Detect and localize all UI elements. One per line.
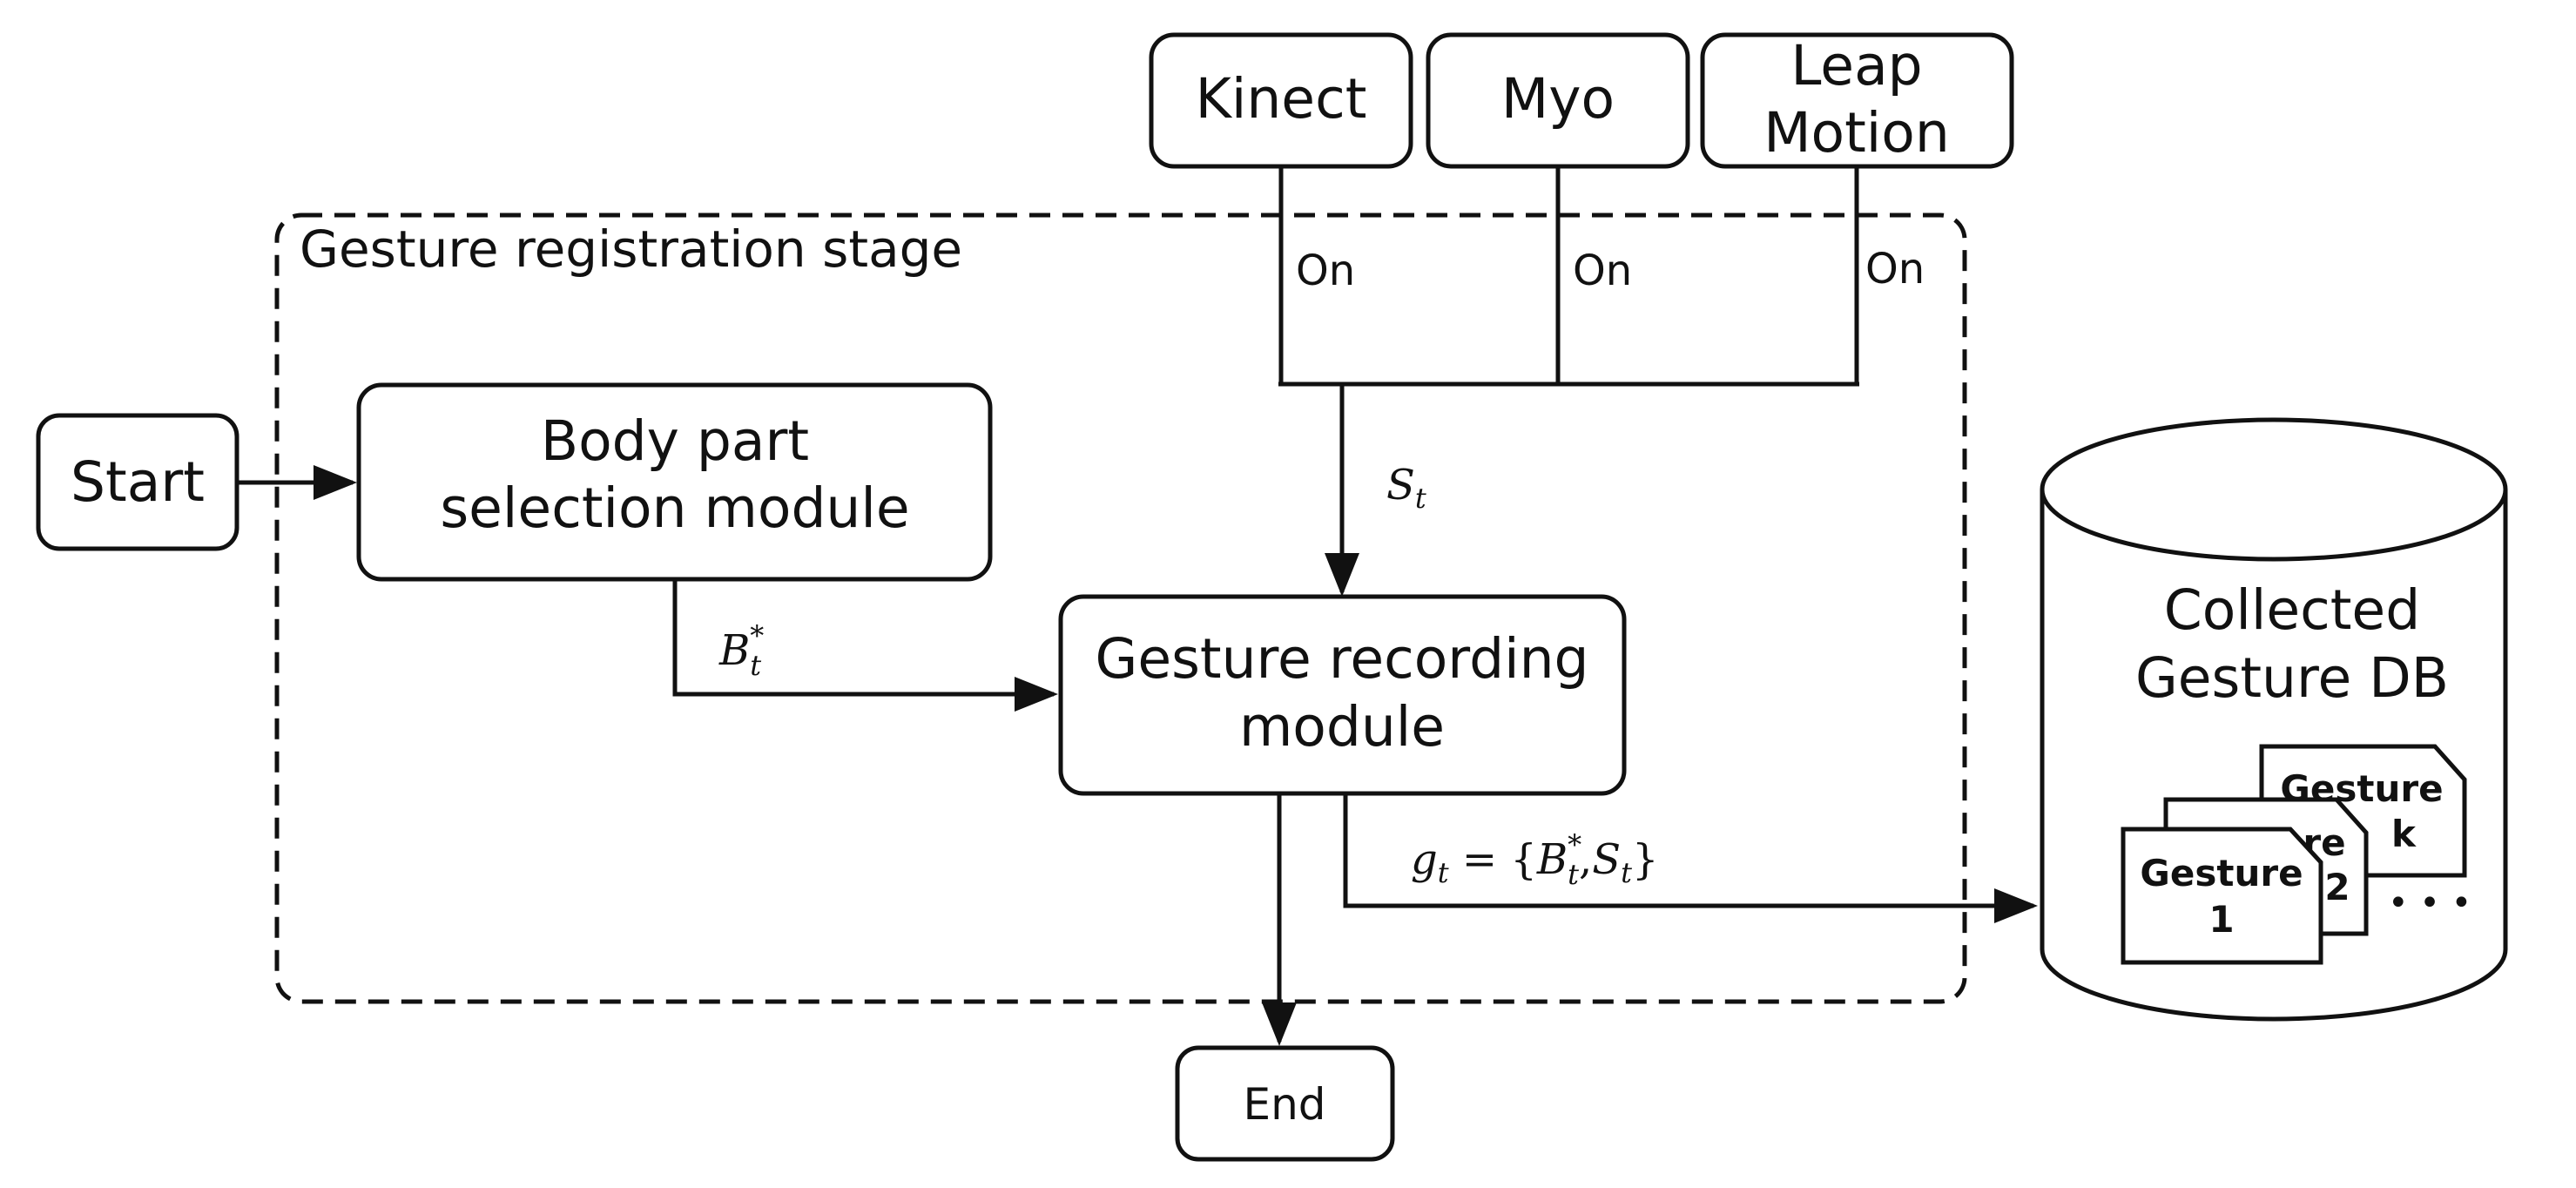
start-label: Start	[71, 450, 205, 514]
gesture-recording-module: Gesture recording module	[1058, 594, 1627, 796]
sensor-myo: Myo	[1426, 32, 1690, 169]
collected-gesture-db: Collected Gesture DB Gesture k re 2 Gest…	[2040, 417, 2508, 1022]
recording-label-line1: Gesture recording	[1096, 627, 1589, 691]
sensor-bus: On On On	[1278, 166, 1925, 387]
card-2-index: 2	[2324, 866, 2350, 908]
stage-label: Gesture registration stage	[300, 219, 962, 279]
card-1-title: Gesture	[2140, 852, 2303, 894]
end-node: End	[1175, 1045, 1395, 1162]
sensor-name-myo: Myo	[1501, 67, 1615, 131]
end-box	[1175, 1045, 1395, 1162]
recording-label-line2: module	[1239, 695, 1445, 759]
body-part-connector: B*t	[672, 579, 1058, 712]
sensor-name-leap-line1: Leap	[1790, 34, 1922, 98]
card-1-shape	[2121, 827, 2323, 965]
kinect-on-label: On	[1296, 246, 1355, 295]
sensor-name-kinect: Kinect	[1196, 67, 1367, 131]
end-label: End	[1243, 1079, 1325, 1130]
start-node: Start	[36, 413, 239, 551]
body-part-label-line2: selection module	[440, 476, 909, 540]
sensor-kinect: Kinect	[1149, 32, 1413, 169]
card-1-index: 1	[2208, 898, 2234, 941]
gesture-output-label: gt = {B*t,St}	[1411, 828, 1659, 891]
sensor-leap-motion: Leap Motion	[1700, 32, 2014, 169]
db-title-line1: Collected	[2164, 578, 2420, 642]
body-part-selection-module: Body part selection module	[356, 382, 993, 582]
gesture-card-1: Gesture 1	[2121, 827, 2323, 965]
body-part-to-recording-arrow	[672, 579, 1058, 712]
body-part-signal-label: B*t	[718, 619, 764, 682]
leap-on-label: On	[1865, 245, 1925, 294]
sensor-stream-label: St	[1386, 461, 1426, 515]
body-part-label-line1: Body part	[541, 409, 809, 473]
myo-on-label: On	[1573, 246, 1632, 295]
registration-stage: Gesture registration stage	[274, 213, 1967, 1004]
db-top	[2040, 417, 2508, 562]
recording-box	[1058, 594, 1627, 796]
recording-to-db-arrow	[1343, 793, 2038, 923]
db-title-line2: Gesture DB	[2135, 646, 2449, 710]
sensor-name-leap-line2: Motion	[1763, 101, 1950, 165]
sensor-stream-connector: St	[1325, 384, 1426, 597]
gesture-output-connector: gt = {B*t,St}	[1343, 793, 2038, 923]
card-k-index: k	[2391, 813, 2417, 855]
db-ellipsis: • • •	[2388, 883, 2471, 923]
